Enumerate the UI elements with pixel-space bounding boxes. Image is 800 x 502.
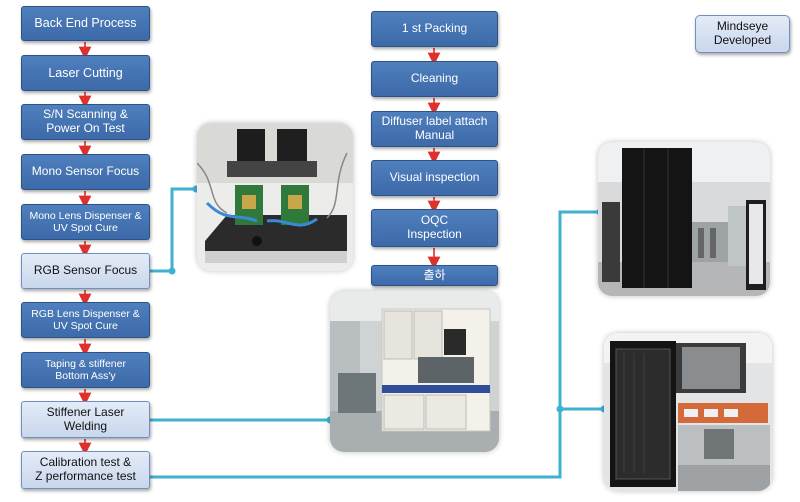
step-rgb-lens-dispenser: RGB Lens Dispenser & UV Spot Cure <box>21 302 150 338</box>
step-1st-packing: 1 st Packing <box>371 11 498 47</box>
step-rgb-sensor-focus: RGB Sensor Focus <box>21 253 150 289</box>
step-mono-sensor-focus: Mono Sensor Focus <box>21 154 150 190</box>
calibration-rack-photo <box>598 142 770 296</box>
step-stiffener-laser-welding: Stiffener Laser Welding <box>21 401 150 438</box>
focus-station-photo <box>197 123 353 271</box>
rgb-focus-connector <box>148 187 200 273</box>
step-oqc-inspection: OQC Inspection <box>371 209 498 247</box>
step-laser-cutting: Laser Cutting <box>21 55 150 91</box>
step-calibration-test: Calibration test & Z performance test <box>21 451 150 489</box>
step-diffuser-label: Diffuser label attach Manual <box>371 111 498 147</box>
z-test-machine-photo <box>604 333 772 491</box>
step-cleaning: Cleaning <box>371 61 498 97</box>
mindseye-developed-badge: Mindseye Developed <box>695 15 790 53</box>
welding-machine-photo <box>330 291 499 452</box>
step-sn-scanning: S/N Scanning & Power On Test <box>21 104 150 140</box>
step-mono-lens-dispenser: Mono Lens Dispenser & UV Spot Cure <box>21 204 150 240</box>
step-shipment: 출하 <box>371 265 498 286</box>
calibration-connector <box>148 210 602 479</box>
step-taping-stiffener: Taping & stiffener Bottom Ass'y <box>21 352 150 388</box>
step-back-end-process: Back End Process <box>21 6 150 41</box>
step-visual-inspection: Visual inspection <box>371 160 498 196</box>
